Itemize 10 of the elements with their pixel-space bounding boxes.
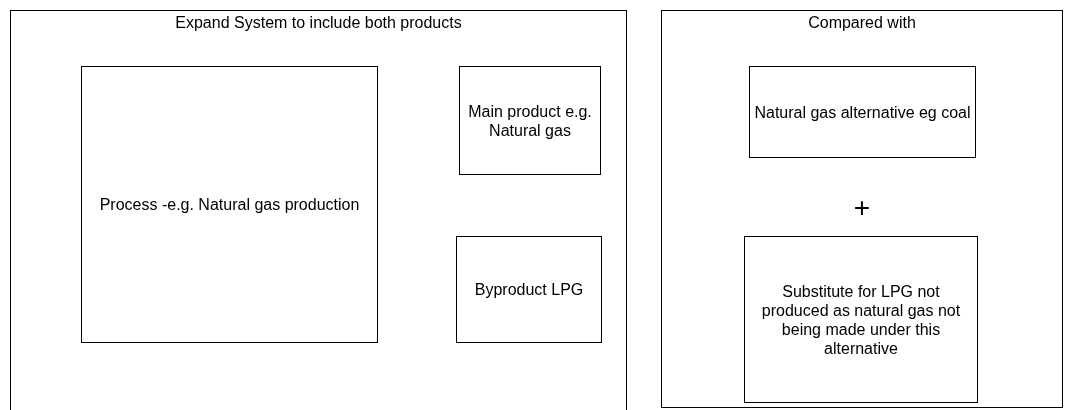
process-box: Main product e.g. Natural gas	[459, 66, 601, 175]
comparison-frame	[661, 10, 1063, 408]
process-box: Process -e.g. Natural gas production	[81, 66, 378, 343]
frame-title: Expand System to include both products	[174, 13, 463, 32]
process-box: Substitute for LPG not produced as natural gas not being made under this alternative	[744, 236, 978, 403]
system-frame	[10, 10, 627, 410]
frame-title: Compared with	[807, 13, 917, 32]
plus-sign: +	[853, 194, 871, 222]
process-box: Byproduct LPG	[456, 236, 602, 343]
process-box: Natural gas alternative eg coal	[749, 66, 976, 158]
